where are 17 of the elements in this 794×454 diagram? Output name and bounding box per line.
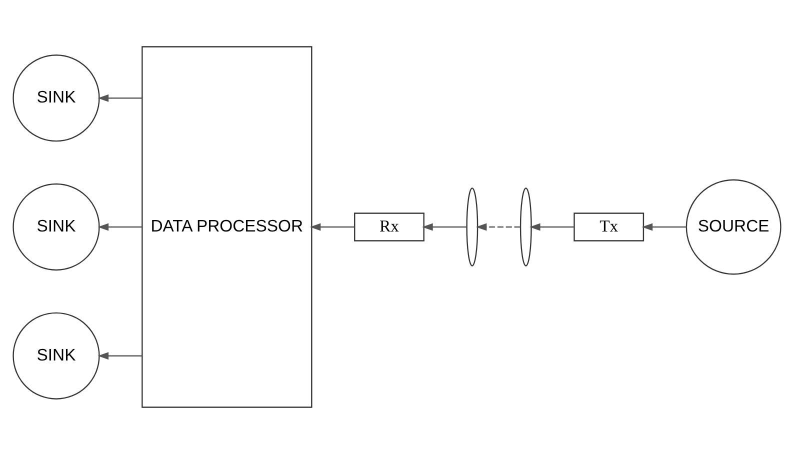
arrow — [98, 94, 142, 102]
node-circle: SOURCE — [686, 179, 782, 275]
arrow — [530, 223, 574, 231]
node-box: Rx — [354, 212, 424, 242]
node-circle: SINK — [12, 54, 100, 142]
arrow — [642, 223, 686, 231]
arrow — [98, 223, 142, 231]
arrow — [310, 223, 354, 231]
node-circle: SINK — [12, 183, 100, 271]
arrow — [476, 223, 520, 231]
arrow — [422, 223, 467, 231]
node-box: Tx — [574, 212, 644, 242]
node-arc — [466, 188, 478, 266]
arrow — [98, 352, 142, 360]
node-circle: SINK — [12, 312, 100, 400]
node-arc — [520, 188, 532, 266]
node-box: DATA PROCESSOR — [142, 46, 312, 408]
